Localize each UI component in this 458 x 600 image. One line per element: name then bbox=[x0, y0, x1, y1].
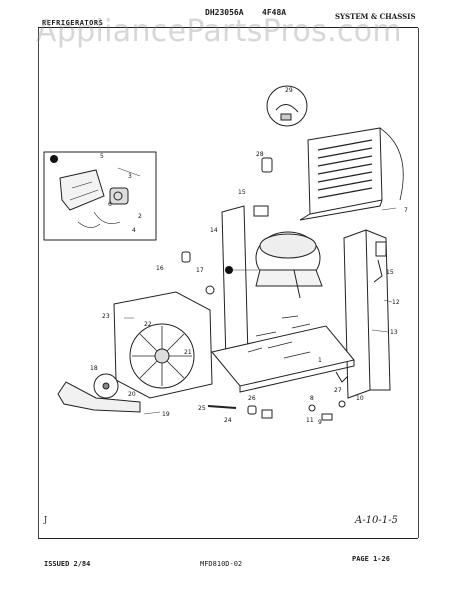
part-label-22: 22 bbox=[144, 321, 152, 328]
part-label-24: 24 bbox=[224, 417, 232, 424]
part-label-14: 14 bbox=[210, 227, 218, 234]
part-label-15: 15 bbox=[238, 189, 246, 196]
handwritten-reference: A-10-1-5 bbox=[355, 515, 398, 526]
left-border bbox=[38, 28, 39, 538]
chassis-frame bbox=[211, 205, 391, 399]
part-label-8: 8 bbox=[310, 395, 314, 402]
fan-motor-assembly bbox=[57, 373, 141, 413]
corner-mark: J bbox=[44, 515, 48, 524]
part-label-28: 28 bbox=[256, 151, 264, 158]
part-label-12: 12 bbox=[392, 299, 400, 306]
condenser-coil bbox=[299, 127, 404, 221]
part-label-25: 25 bbox=[198, 405, 206, 412]
part-label-20: 20 bbox=[128, 391, 136, 398]
part-label-17: 17 bbox=[196, 267, 204, 274]
right-border bbox=[418, 28, 419, 538]
part-label-16: 16 bbox=[156, 265, 164, 272]
footer-document-code: MFD810D-02 bbox=[200, 560, 243, 568]
part-label-23: 23 bbox=[102, 313, 110, 320]
part-label-27: 27 bbox=[334, 387, 342, 394]
part-label-5: 5 bbox=[100, 153, 104, 160]
part-label-4: 4 bbox=[132, 227, 136, 234]
part-label-10: 10 bbox=[356, 395, 364, 402]
part-label-6: 6 bbox=[108, 201, 112, 208]
part-label-3: 3 bbox=[128, 173, 132, 180]
leader-lines bbox=[124, 207, 397, 415]
part-label-29: 29 bbox=[285, 87, 293, 94]
watermark: AppliancePartsPros.com bbox=[36, 14, 402, 49]
part-label-26: 26 bbox=[248, 395, 256, 402]
callout-bubble-29 bbox=[266, 85, 308, 127]
part-number-labels: 5 3 2 6 4 29 28 7 15 14 15 12 13 16 17 2… bbox=[90, 87, 408, 426]
header-left-title: REFRIGERATORS bbox=[42, 19, 104, 27]
part-label-9: 9 bbox=[318, 419, 322, 426]
part-label-19: 19 bbox=[162, 411, 170, 418]
inset-detail-box bbox=[43, 151, 157, 241]
part-label-15b: 15 bbox=[386, 269, 394, 276]
header-section-title: SYSTEM & CHASSIS bbox=[335, 12, 416, 21]
part-label-1: 1 bbox=[318, 357, 322, 364]
callout-marker-inset bbox=[50, 155, 58, 163]
compressor bbox=[255, 231, 323, 299]
small-hardware bbox=[181, 157, 387, 421]
fan-shroud bbox=[113, 291, 213, 399]
part-label-2: 2 bbox=[138, 213, 142, 220]
header-model-number: DH23056A bbox=[205, 8, 244, 17]
callout-marker-compressor bbox=[225, 266, 233, 274]
header-model-suffix: 4F48A bbox=[262, 8, 287, 17]
part-label-13: 13 bbox=[390, 329, 398, 336]
header-rule bbox=[38, 27, 418, 28]
footer-page-number: PAGE 1-26 bbox=[352, 555, 390, 563]
part-label-21: 21 bbox=[184, 349, 192, 356]
part-label-11: 11 bbox=[306, 417, 314, 424]
part-label-18: 18 bbox=[90, 365, 98, 372]
footer-issued-date: ISSUED 2/84 bbox=[44, 560, 91, 568]
part-label-7: 7 bbox=[404, 207, 408, 214]
footer-rule bbox=[38, 538, 418, 539]
